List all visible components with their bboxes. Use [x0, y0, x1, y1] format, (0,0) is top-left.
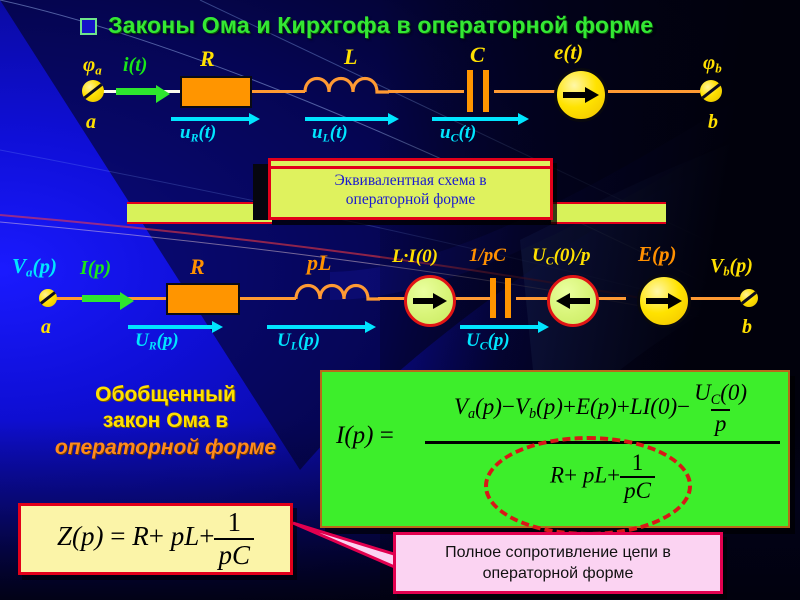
resistor-label-r: R [200, 46, 215, 71]
resistor-component-r [180, 76, 252, 108]
op-wire-src2-e [596, 297, 626, 300]
op-source-li0 [404, 275, 456, 327]
terminal-node-b [700, 80, 722, 102]
op-source-label-ep: E(p) [638, 242, 677, 266]
voltage-label-ur-t: uR(t) [180, 122, 217, 145]
callout-connector-tail [292, 521, 399, 571]
banner-line-1: Эквивалентная схема в [334, 172, 487, 189]
op-wire-src1-c [453, 297, 491, 300]
formula-numerator: Va(p)−Vb(p)+E(p)+LI(0)−UC(0)p [453, 380, 748, 436]
inductor-component-l [303, 70, 391, 94]
op-source-label-uc0: UC(0)/p [532, 245, 591, 268]
op-voltage-label-ul: UL(p) [277, 330, 321, 353]
banner-box: Эквивалентная схема в операторной форме [268, 158, 553, 220]
wire-segment-e-b [608, 90, 700, 93]
voltage-source-et [554, 68, 608, 122]
wire-segment-r-l [247, 90, 305, 93]
potential-label-b: φb [703, 50, 722, 76]
op-terminal-node-b [740, 289, 758, 307]
law-heading-line-3: операторной форме [54, 435, 277, 459]
op-inductor-component-pl [294, 277, 382, 301]
op-potential-label-a: Va(p) [12, 254, 58, 280]
main-formula-box: I(p) = Va(p)−Vb(p)+E(p)+LI(0)−UC(0)p R+ … [320, 370, 790, 536]
op-source-ep [637, 274, 691, 328]
op-wire-r-l [234, 297, 296, 300]
wire-segment-c-e [494, 90, 556, 93]
callout-line-2: операторной форме [482, 564, 634, 582]
law-heading-line-2: закон Ома в [102, 409, 229, 433]
generalized-ohm-law-heading: Обобщенный закон Ома в операторной форме [18, 382, 313, 461]
denominator-highlight-ellipse [484, 436, 692, 536]
square-bullet-icon [80, 18, 97, 35]
current-label-it: i(t) [123, 54, 148, 76]
op-node-letter-a: a [41, 316, 51, 338]
op-wire-c-src2 [516, 297, 550, 300]
op-voltage-label-uc: UC(p) [466, 330, 510, 353]
banner-line-2: операторной форме [345, 191, 476, 209]
formula-lhs: I(p) = [336, 422, 394, 449]
op-source-uc0 [547, 275, 599, 327]
terminal-node-a [82, 80, 104, 102]
op-resistor-label-r: R [190, 254, 205, 279]
op-potential-label-b: Vb(p) [710, 255, 753, 279]
banner-wing-right [551, 202, 666, 224]
op-capacitor-label-1pc: 1/pC [469, 245, 506, 266]
op-wire-e-b [683, 297, 743, 300]
source-label-et: e(t) [554, 40, 584, 64]
op-inductor-label-pl: pL [307, 250, 332, 275]
op-wire-l-src1 [378, 297, 408, 300]
wire-segment-l-c [388, 90, 464, 93]
voltage-label-uc-t: uC(t) [440, 122, 477, 145]
voltage-label-ul-t: uL(t) [312, 122, 348, 145]
node-letter-a: a [86, 111, 96, 133]
banner-wing-left [127, 202, 272, 224]
op-source-label-li0: L·I(0) [392, 246, 438, 267]
potential-label-a: φa [83, 52, 102, 78]
op-current-label-ip: I(p) [80, 257, 112, 279]
capacitor-component-c [463, 70, 495, 112]
op-node-letter-b: b [742, 316, 752, 338]
equivalent-scheme-banner: Эквивалентная схема в операторной форме [127, 158, 666, 226]
banner-inner-rule [271, 166, 550, 169]
op-capacitor-component [487, 278, 517, 318]
capacitor-label-c: C [470, 42, 485, 67]
node-letter-b: b [708, 111, 718, 133]
op-terminal-node-a [39, 289, 57, 307]
page-title: Законы Ома и Кирхгофа в операторной форм… [108, 12, 654, 38]
inductor-label-l: L [344, 44, 358, 69]
law-heading-line-1: Обобщенный [95, 383, 236, 406]
op-resistor-component-r [166, 283, 240, 315]
op-voltage-label-ur: UR(p) [135, 330, 179, 353]
impedance-callout-box: Полное сопротивление цепи в операторной … [393, 532, 723, 594]
callout-line-1: Полное сопротивление цепи в [445, 544, 671, 561]
